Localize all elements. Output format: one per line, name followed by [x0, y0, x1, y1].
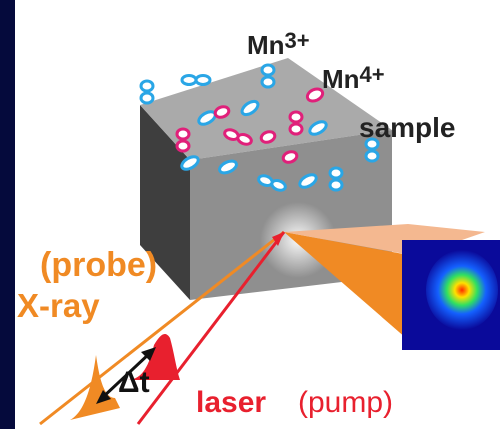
xray-pulse	[70, 355, 120, 420]
mn3-orbital	[298, 173, 318, 189]
cube-side-face	[140, 105, 190, 300]
laser-beam	[136, 231, 286, 425]
mn4-label-charge: 4+	[359, 62, 385, 87]
mn3-orbital	[260, 63, 276, 89]
orbitals	[139, 63, 380, 192]
mn3-label: Mn3+	[247, 30, 310, 60]
mn4-orbital	[288, 110, 304, 136]
mn3-orbital	[240, 99, 260, 117]
mn4-label: Mn4+	[322, 64, 385, 94]
detector-image	[402, 240, 500, 350]
mn3-label-charge: 3+	[284, 28, 310, 53]
beam-arrowhead	[272, 232, 284, 246]
mn3-orbital	[139, 79, 155, 105]
mn3-orbital	[308, 120, 328, 136]
mn4-orbital	[259, 130, 277, 144]
cube-top-face	[140, 58, 392, 160]
mn3-orbitals	[139, 63, 380, 192]
laser-label: laser	[196, 386, 267, 419]
delta-t-label: Δt	[118, 366, 150, 399]
laser-pulse	[127, 334, 180, 380]
mn3-orbital	[180, 74, 212, 86]
xray-beam	[39, 230, 285, 426]
mn4-orbital	[305, 87, 325, 103]
mn4-orbitals	[175, 87, 325, 164]
mn4-label-base: Mn	[322, 64, 360, 94]
xray-label: X-ray	[17, 287, 100, 324]
mn3-orbital	[328, 166, 344, 192]
probe-label: (probe)	[40, 246, 158, 284]
diffraction-cone	[284, 232, 414, 345]
mn3-label-base: Mn	[247, 30, 285, 60]
mn3-orbital	[180, 155, 200, 171]
sample-label: sample	[359, 112, 456, 143]
mn4-orbital	[281, 150, 299, 164]
mn4-orbital	[175, 127, 191, 153]
mn3-orbital	[257, 174, 287, 192]
mn4-orbital	[213, 105, 231, 119]
mn3-orbital	[364, 137, 380, 163]
mn3-orbital	[218, 159, 238, 175]
pump-label: (pump)	[298, 386, 394, 419]
mn4-orbital	[223, 128, 253, 146]
delay-arrow	[96, 347, 156, 404]
